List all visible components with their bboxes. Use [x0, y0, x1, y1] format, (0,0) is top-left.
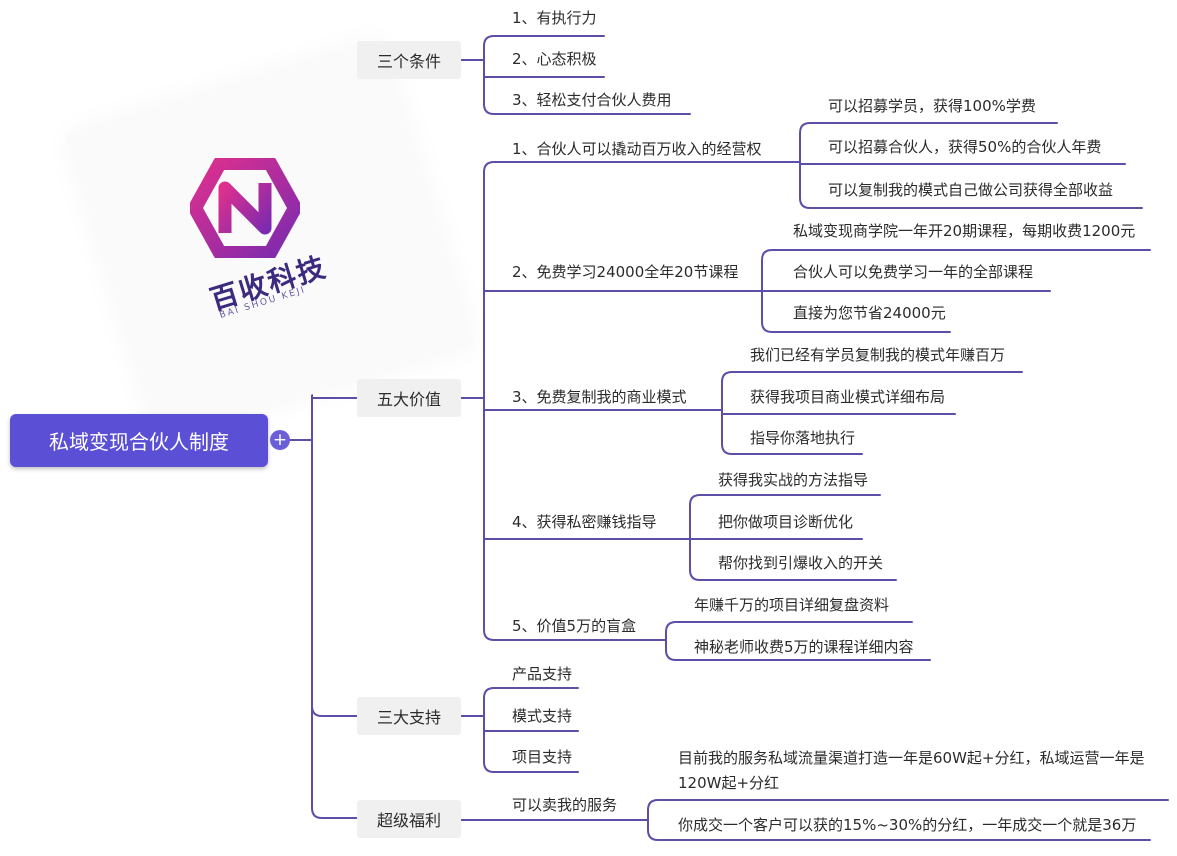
value-detail-item[interactable]: 获得我实战的方法指导: [718, 471, 869, 489]
branch-conditions[interactable]: 三个条件: [357, 41, 461, 79]
value-detail-item[interactable]: 帮你找到引爆收入的开关: [718, 554, 884, 572]
branch-support[interactable]: 三大支持: [357, 697, 461, 735]
value-detail-item[interactable]: 直接为您节省24000元: [793, 304, 946, 322]
support-item[interactable]: 项目支持: [512, 748, 573, 766]
value-detail-item[interactable]: 把你做项目诊断优化: [718, 513, 854, 531]
branch-benefits[interactable]: 超级福利: [357, 800, 461, 838]
condition-item[interactable]: 2、心态积极: [512, 50, 597, 68]
value-detail-item[interactable]: 年赚千万的项目详细复盘资料: [694, 596, 890, 614]
value-detail-item[interactable]: 获得我项目商业模式详细布局: [750, 388, 946, 406]
benefit-detail-line[interactable]: 120W起+分红: [678, 774, 780, 792]
branch-values[interactable]: 五大价值: [357, 379, 461, 417]
expand-button[interactable]: +: [270, 430, 290, 450]
condition-item[interactable]: 3、轻松支付合伙人费用: [512, 91, 672, 109]
value-item[interactable]: 1、合伙人可以撬动百万收入的经营权: [512, 140, 762, 158]
value-item[interactable]: 3、免费复制我的商业模式: [512, 388, 687, 406]
value-detail-item[interactable]: 可以招募合伙人，获得50%的合伙人年费: [828, 138, 1102, 156]
value-detail-item[interactable]: 合伙人可以免费学习一年的全部课程: [793, 263, 1034, 281]
support-item[interactable]: 模式支持: [512, 707, 573, 725]
value-item[interactable]: 2、免费学习24000全年20节课程: [512, 263, 739, 281]
benefit-item[interactable]: 可以卖我的服务: [512, 796, 618, 814]
value-item[interactable]: 5、价值5万的盲盒: [512, 617, 637, 635]
benefit-detail-item[interactable]: 你成交一个客户可以获的15%~30%的分红，一年成交一个就是36万: [678, 816, 1137, 834]
benefit-detail-line[interactable]: 目前我的服务私域流量渠道打造一年是60W起+分红，私域运营一年是: [678, 749, 1145, 767]
brand-logo-icon: [190, 158, 300, 258]
value-detail-item[interactable]: 可以招募学员，获得100%学费: [828, 97, 1036, 115]
value-detail-item[interactable]: 可以复制我的模式自己做公司获得全部收益: [828, 181, 1114, 199]
value-detail-item[interactable]: 我们已经有学员复制我的模式年赚百万: [750, 346, 1006, 364]
value-detail-item[interactable]: 私域变现商学院一年开20期课程，每期收费1200元: [793, 222, 1136, 240]
value-item[interactable]: 4、获得私密赚钱指导: [512, 513, 657, 531]
support-item[interactable]: 产品支持: [512, 665, 573, 683]
value-detail-item[interactable]: 神秘老师收费5万的课程详细内容: [694, 638, 914, 656]
root-topic[interactable]: 私域变现合伙人制度: [10, 414, 268, 467]
condition-item[interactable]: 1、有执行力: [512, 9, 597, 27]
value-detail-item[interactable]: 指导你落地执行: [750, 429, 856, 447]
